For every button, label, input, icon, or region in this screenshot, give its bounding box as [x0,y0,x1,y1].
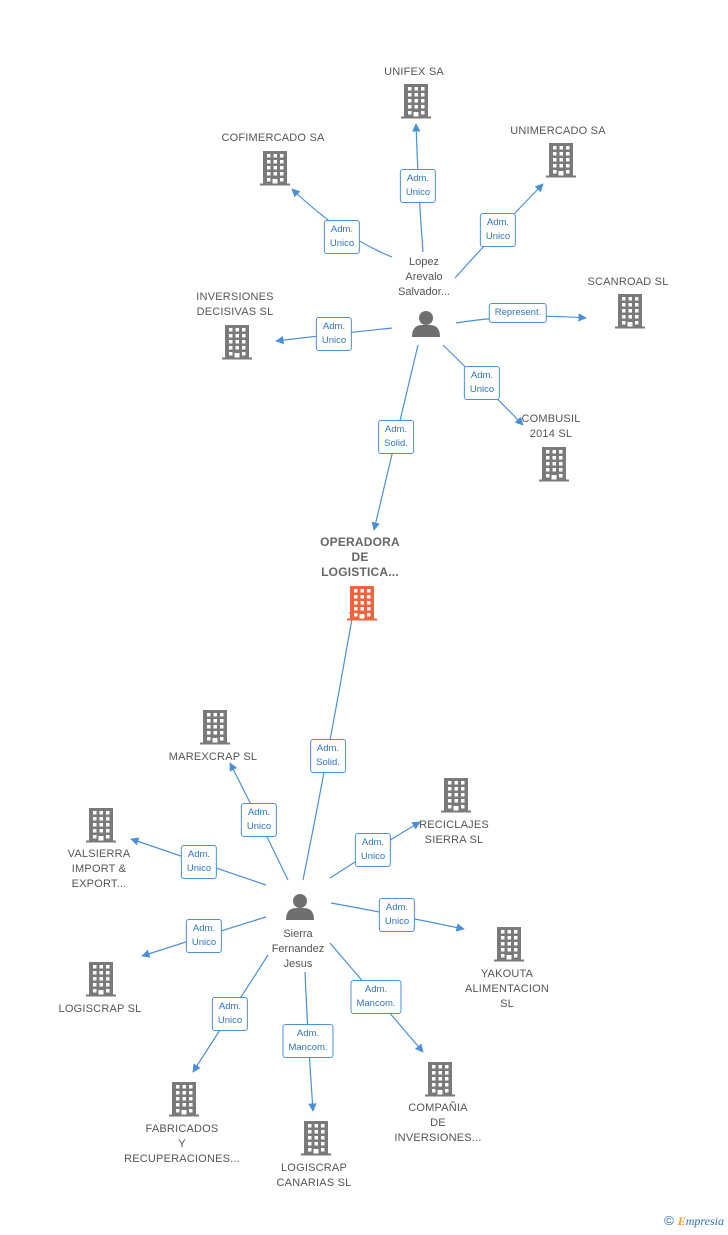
building-icon-marexcrap[interactable] [200,710,230,745]
edge-label-logiscrap_canarias[interactable]: Adm. Mancom. [282,1024,334,1058]
building-icon-reciclajes[interactable] [441,778,471,813]
company-label-inversiones_decisivas[interactable]: INVERSIONES DECISIVAS SL [196,291,274,318]
company-label-cofimercado[interactable]: COFIMERCADO SA [221,132,325,144]
person-label-lopez[interactable]: Lopez Arevalo Salvador... [398,256,450,298]
company-label-combusil[interactable]: COMBUSIL 2014 SL [521,413,581,440]
building-icon-yakouta[interactable] [494,927,524,962]
building-icon-logiscrap_canarias[interactable] [301,1121,331,1156]
edge-label-inversiones_decisivas[interactable]: Adm. Unico [315,317,353,351]
building-icon-combusil[interactable] [539,447,569,482]
company-label-operadora[interactable]: OPERADORA DE LOGISTICA... [320,535,400,579]
footer-brand: ©Empresia [664,1213,724,1229]
company-label-unifex[interactable]: UNIFEX SA [384,66,444,78]
edge-label-operadora[interactable]: Adm. Solid. [310,739,346,773]
company-label-unimercado[interactable]: UNIMERCADO SA [510,125,606,137]
company-label-fabricados[interactable]: FABRICADOS Y RECUPERACIONES... [124,1123,240,1165]
company-label-compania[interactable]: COMPAÑIA DE INVERSIONES... [394,1102,482,1144]
edge-label-scanroad[interactable]: Represent. [488,303,548,323]
company-label-reciclajes[interactable]: RECICLAJES SIERRA SL [419,819,489,846]
edge-label-unifex[interactable]: Adm. Unico [399,169,437,203]
edge-label-cofimercado[interactable]: Adm. Unico [323,220,361,254]
company-label-valsierra[interactable]: VALSIERRA IMPORT & EXPORT... [67,848,131,890]
company-label-scanroad[interactable]: SCANROAD SL [587,276,669,288]
company-label-yakouta[interactable]: YAKOUTA ALIMENTACION SL [464,968,550,1010]
building-icon-scanroad[interactable] [615,294,645,329]
edge-label-marexcrap[interactable]: Adm. Unico [240,803,278,837]
edge-label-reciclajes[interactable]: Adm. Unico [354,833,392,867]
person-label-sierra[interactable]: Sierra Fernandez Jesus [271,928,325,970]
edge-label-valsierra[interactable]: Adm. Unico [180,845,218,879]
building-icon-inversiones_decisivas[interactable] [222,325,252,360]
building-icon-unimercado[interactable] [546,143,576,178]
building-icon-unifex[interactable] [401,84,431,119]
edge-label-operadora[interactable]: Adm. Solid. [378,420,414,454]
brand-logo[interactable]: Empresia [677,1214,724,1228]
building-icon-operadora[interactable] [347,586,377,621]
building-icon-cofimercado[interactable] [260,151,290,186]
building-icon-fabricados[interactable] [169,1082,199,1117]
edge-label-fabricados[interactable]: Adm. Unico [211,997,249,1031]
icons-layer [86,84,645,1156]
edge-label-unimercado[interactable]: Adm. Unico [479,213,517,247]
edge-label-combusil[interactable]: Adm. Unico [463,366,501,400]
company-label-marexcrap[interactable]: MAREXCRAP SL [168,751,258,763]
building-icon-valsierra[interactable] [86,808,116,843]
copyright-symbol: © [664,1213,674,1228]
building-icon-compania[interactable] [425,1062,455,1097]
company-label-logiscrap[interactable]: LOGISCRAP SL [58,1003,142,1015]
building-icon-logiscrap[interactable] [86,962,116,997]
edge-label-compania[interactable]: Adm. Mancom. [350,980,402,1014]
company-label-logiscrap_canarias[interactable]: LOGISCRAP CANARIAS SL [276,1162,352,1189]
edge-label-yakouta[interactable]: Adm. Unico [378,898,416,932]
edge-label-logiscrap[interactable]: Adm. Unico [185,919,223,953]
person-icon-lopez[interactable] [412,311,440,337]
person-icon-sierra[interactable] [286,894,314,920]
